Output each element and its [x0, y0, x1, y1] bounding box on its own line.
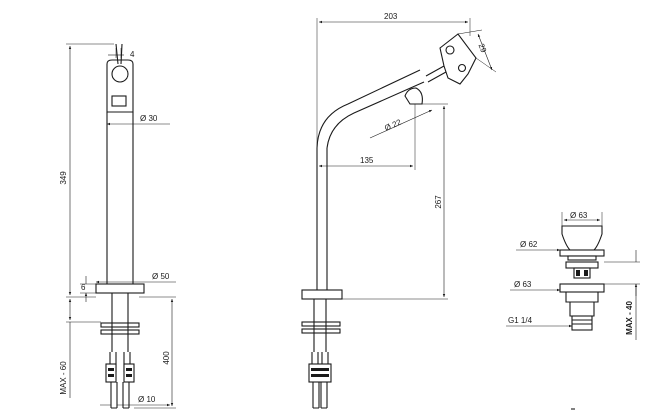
waste-view: Ø 63 Ø 62 Ø 63 G1 1/4 MAX - 40 [506, 211, 640, 410]
front-hoses [109, 352, 131, 372]
waste-rim [559, 249, 605, 257]
dim-line-d22 [369, 109, 433, 139]
side-view: 203 29 Ø 22 135 267 [301, 12, 497, 409]
dim-label-349: 349 [59, 171, 68, 185]
dim-label-29: 29 [476, 42, 488, 54]
side-nut-bottom [301, 328, 341, 334]
front-view: 349 4 Ø 30 Ø 50 6 MAX - 60 400 Ø 10 [59, 43, 176, 409]
dim-label-d10: Ø 10 [138, 395, 156, 404]
side-shank [313, 299, 327, 352]
dim-line-29 [477, 33, 493, 71]
waste-body [565, 292, 599, 317]
front-body-head [106, 59, 134, 113]
dim-label-d30: Ø 30 [140, 114, 158, 123]
front-nut-bottom [100, 329, 140, 335]
dim-label-g114: G1 1/4 [508, 316, 533, 325]
front-fitting-hatch [108, 368, 132, 377]
front-hose-ends [110, 382, 130, 409]
front-lever-hub [111, 65, 129, 83]
waste-nut [573, 267, 591, 279]
dim-label-max60: MAX - 60 [59, 361, 68, 395]
dim-label-6: 6 [81, 283, 86, 292]
waste-flange [559, 283, 605, 293]
dim-label-d62: Ø 62 [520, 240, 538, 249]
side-handle-hole-2 [457, 63, 467, 73]
dim-label-267: 267 [434, 195, 443, 209]
side-handle [439, 33, 477, 85]
waste-tail [571, 315, 593, 331]
side-hoses [311, 352, 329, 372]
dim-label-top63: Ø 63 [570, 211, 588, 220]
waste-ring-1 [567, 255, 597, 261]
dim-label-400: 400 [162, 351, 171, 365]
dim-label-d50: Ø 50 [152, 272, 170, 281]
side-handle-hole-1 [445, 45, 455, 55]
waste-cap [561, 225, 603, 251]
waste-tail-thread [572, 319, 592, 325]
side-spout-outlet [404, 87, 423, 105]
side-fitting [308, 363, 332, 383]
waste-ring-2 [565, 261, 599, 269]
side-handle-stem [425, 65, 447, 83]
front-fitting-right [123, 363, 135, 383]
front-body-column [106, 112, 134, 284]
dim-label-d22: Ø 22 [383, 117, 403, 133]
side-base [301, 289, 343, 300]
dim-label-135: 135 [360, 156, 374, 165]
front-base [95, 283, 145, 294]
side-column [316, 148, 328, 290]
dim-label-flange63: Ø 63 [514, 280, 532, 289]
dim-label-4: 4 [130, 50, 135, 59]
side-spout-upper [316, 69, 425, 149]
side-nut-top [301, 321, 341, 327]
front-lever [115, 43, 123, 65]
dim-label-203: 203 [384, 12, 398, 21]
side-hose-ends [312, 382, 328, 409]
side-fitting-hatch [311, 368, 329, 377]
front-outlet [111, 95, 127, 107]
dim-label-max40: MAX - 40 [625, 301, 634, 335]
front-fitting-left [105, 363, 117, 383]
front-shank [111, 293, 129, 352]
front-nut-top [100, 322, 140, 328]
waste-nut-hatch [576, 270, 588, 276]
